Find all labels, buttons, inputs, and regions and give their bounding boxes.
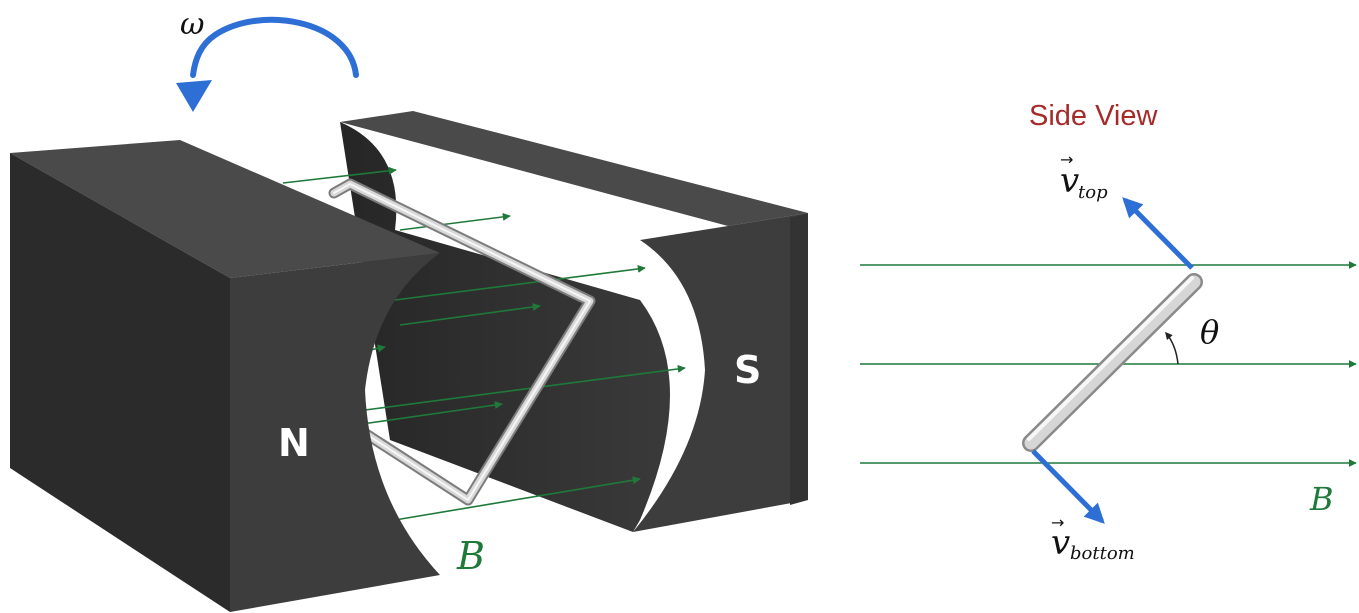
side-view: Side View θ → v top → v bottom bbox=[860, 100, 1357, 564]
v-bottom-subscript: bottom bbox=[1070, 543, 1135, 564]
v-top-subscript: top bbox=[1078, 182, 1108, 203]
field-label-left: B bbox=[456, 534, 485, 578]
field-line bbox=[394, 264, 646, 301]
side-view-title: Side View bbox=[1029, 100, 1158, 132]
v-bottom-arrow bbox=[1031, 449, 1105, 524]
magnet-assembly: N S bbox=[10, 111, 808, 612]
field-line bbox=[361, 401, 503, 425]
field-line bbox=[399, 303, 541, 326]
south-magnet bbox=[340, 111, 808, 532]
north-pole-label: N bbox=[278, 421, 310, 465]
south-magnet-cavity bbox=[340, 122, 670, 532]
rotation-arrow: ω bbox=[176, 7, 359, 112]
side-loop-rod bbox=[1022, 273, 1203, 452]
omega-label: ω bbox=[180, 7, 204, 42]
north-magnet bbox=[10, 140, 440, 612]
field-line bbox=[364, 364, 686, 411]
v-bottom-vector-arrow: → bbox=[1051, 513, 1064, 532]
field-lines-3d bbox=[282, 166, 686, 523]
south-magnet-side bbox=[790, 213, 808, 505]
north-magnet-side bbox=[10, 153, 230, 612]
v-bottom-symbol: v bbox=[1051, 523, 1070, 563]
field-line bbox=[282, 166, 397, 184]
v-bottom-label: → v bottom bbox=[1051, 513, 1135, 564]
field-line bbox=[382, 476, 641, 523]
v-top-arrow bbox=[1122, 197, 1194, 270]
v-top-symbol: v bbox=[1060, 161, 1079, 201]
north-magnet-top bbox=[10, 140, 440, 278]
v-top-label: → v top bbox=[1060, 150, 1108, 203]
field-line bbox=[399, 212, 511, 231]
v-top-vector-arrow: → bbox=[1060, 150, 1073, 169]
north-magnet-front bbox=[230, 253, 440, 612]
south-pole-label: S bbox=[734, 348, 761, 392]
south-magnet-top bbox=[340, 111, 808, 226]
south-magnet-front bbox=[633, 213, 808, 532]
theta-arc bbox=[1165, 331, 1179, 365]
theta-label: θ bbox=[1200, 313, 1219, 351]
field-label-right: B bbox=[1309, 480, 1334, 518]
wire-loop bbox=[328, 178, 596, 506]
